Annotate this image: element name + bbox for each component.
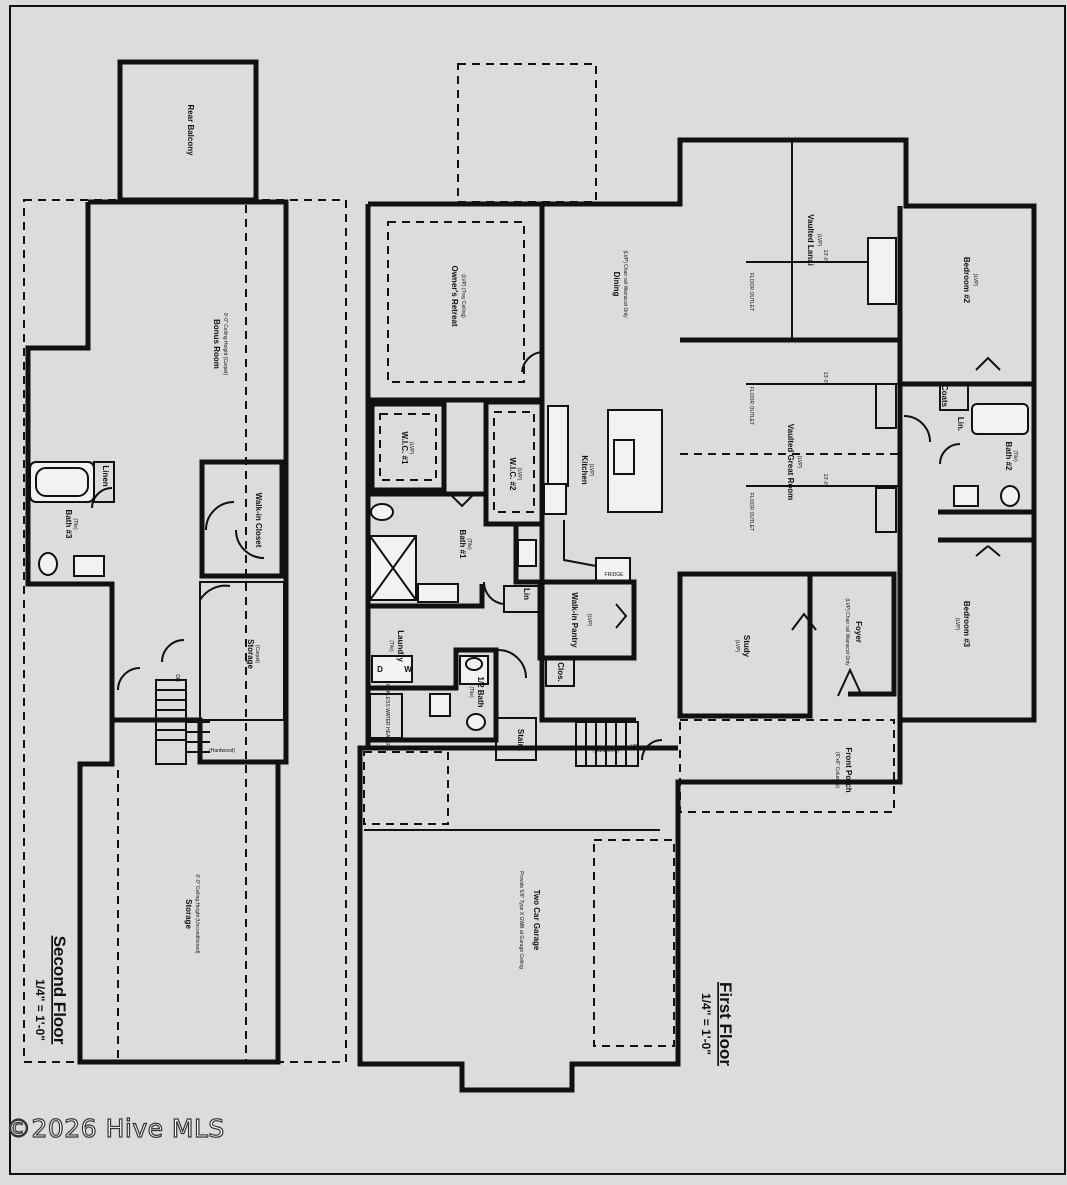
room-detail-study: (LVP) (734, 640, 740, 653)
second-floor-scale: 1/4" = 1'-0" (33, 979, 47, 1041)
room-label-great-room: Vaulted Great Room (786, 424, 795, 500)
second-floor-plan (23, 59, 347, 1065)
room-detail-foyer: (LVP) Chair rail Wainscot Only (844, 598, 850, 666)
room-label-wic1: W.I.C. #1 (400, 432, 409, 465)
room-label-stairs: Stairs (516, 729, 525, 752)
sheet-border (9, 5, 1066, 1175)
room-detail-pantry: (LVP) (586, 614, 592, 627)
room-detail-bath3: (Tile) (72, 518, 78, 530)
watermark: ©2026 Hive MLS (5, 1113, 225, 1143)
room-detail-laundry: (Tile) (388, 640, 394, 652)
room-detail-dining: (LVP) Chair rail Wainscot Only (622, 250, 628, 318)
room-label-bath1: Bath #1 (458, 530, 467, 559)
room-label-wic: Walk-in Closet (254, 493, 263, 548)
note-floor-outlet-2: FLOOR OUTLET (748, 387, 754, 425)
second-floor-roof-outline (23, 199, 347, 1063)
note-washer: W (404, 665, 412, 674)
room-label-lin1: Lin (522, 588, 531, 600)
room-label-storage-small: Storage (246, 639, 255, 669)
room-label-bonus-room: Bonus Room (212, 319, 221, 369)
room-label-bath2: Bath #2 (1004, 442, 1013, 471)
room-label-laundry: Laundry (396, 630, 405, 662)
room-detail-great-room: (LVP) (796, 456, 802, 469)
note-dimension-2: 13'-0" (822, 372, 828, 385)
note-dn: DN (174, 674, 180, 682)
note-up: UP (631, 744, 639, 750)
room-label-dining: Dining (612, 272, 621, 297)
room-label-garage: Two Car Garage (532, 890, 541, 951)
room-label-wic2: W.I.C. #2 (508, 458, 517, 491)
room-detail-bedroom2: (LVP) (972, 274, 978, 287)
room-label-storage-large: Storage (184, 899, 193, 929)
note-fridge: FRIDGE (605, 572, 625, 578)
room-label-bath3: Bath #3 (64, 510, 73, 539)
first-floor-plan (357, 63, 1037, 1093)
note-hardwood-second: (Hardwood) (209, 748, 235, 754)
room-label-coats: Coats (940, 385, 949, 408)
first-floor-title: First Floor (716, 982, 735, 1066)
room-label-rear-balcony: Rear Balcony (186, 104, 195, 156)
room-label-half-bath: 1/2 Bath (476, 676, 485, 707)
room-detail-bonus-room: 9'-0" Ceiling Height (Carpet) (222, 313, 228, 376)
room-label-kitchen: Kitchen (580, 455, 589, 484)
room-label-bedroom3: Bedroom #3 (962, 601, 971, 648)
room-label-bedroom2: Bedroom #2 (962, 257, 971, 304)
room-detail-lanai: (LVP) (816, 234, 822, 247)
room-detail-bath2: (Tile) (1012, 450, 1018, 462)
second-floor-labels: Rear Balcony Bonus Room 9'-0" Ceiling He… (33, 104, 263, 1044)
room-detail-storage-large: 6'-0" Ceiling Height (Unconditioned) (194, 874, 200, 953)
room-detail-bedroom3: (LVP) (954, 618, 960, 631)
room-label-clos: Clos. (556, 662, 565, 682)
note-floor-outlet-1: FLOOR OUTLET (748, 273, 754, 311)
room-label-foyer: Foyer (854, 621, 863, 643)
room-label-lanai: Vaulted Lanai (806, 214, 815, 266)
room-label-owners-retreat: Owner's Retreat (450, 265, 459, 326)
room-detail-garage: Provide 5/8" Type X GWB at Garage Ceilin… (518, 871, 524, 969)
note-dimension-1: 13'-0" (822, 250, 828, 263)
note-dryer: D (377, 665, 383, 674)
room-detail-storage-small: (Carpet) (254, 645, 260, 664)
room-label-study: Study (742, 635, 751, 658)
note-tankless: TANKLESS WATER HEATER (384, 681, 390, 747)
first-floor-scale: 1/4" = 1'-0" (699, 993, 713, 1055)
room-label-front-porch: Front Porch (844, 747, 853, 792)
room-detail-half-bath: (Tile) (468, 686, 474, 698)
room-detail-front-porch: (6"x6" Columns) (834, 752, 840, 788)
note-floor-outlet-3: FLOOR OUTLET (748, 493, 754, 531)
room-label-pantry: Walk-in Pantry (570, 592, 579, 648)
room-detail-wic2: (LVP) (516, 468, 522, 481)
room-detail-wic1: (LVP) (408, 442, 414, 455)
room-detail-owners-retreat: (LVP) (Tray Ceiling) (460, 274, 466, 318)
room-detail-bath1: (Tile) (466, 538, 472, 550)
room-label-linen: Linen (101, 465, 110, 486)
first-floor-labels: Owner's Retreat (LVP) (Tray Ceiling) Din… (377, 214, 1018, 1066)
room-label-lin2: Lin. (956, 417, 965, 431)
note-dimension-3: 13'-0" (822, 474, 828, 487)
second-floor-title: Second Floor (50, 936, 69, 1045)
note-hardwood-first: (Hardwood) (593, 748, 619, 754)
room-detail-kitchen: (LVP) (588, 464, 594, 477)
